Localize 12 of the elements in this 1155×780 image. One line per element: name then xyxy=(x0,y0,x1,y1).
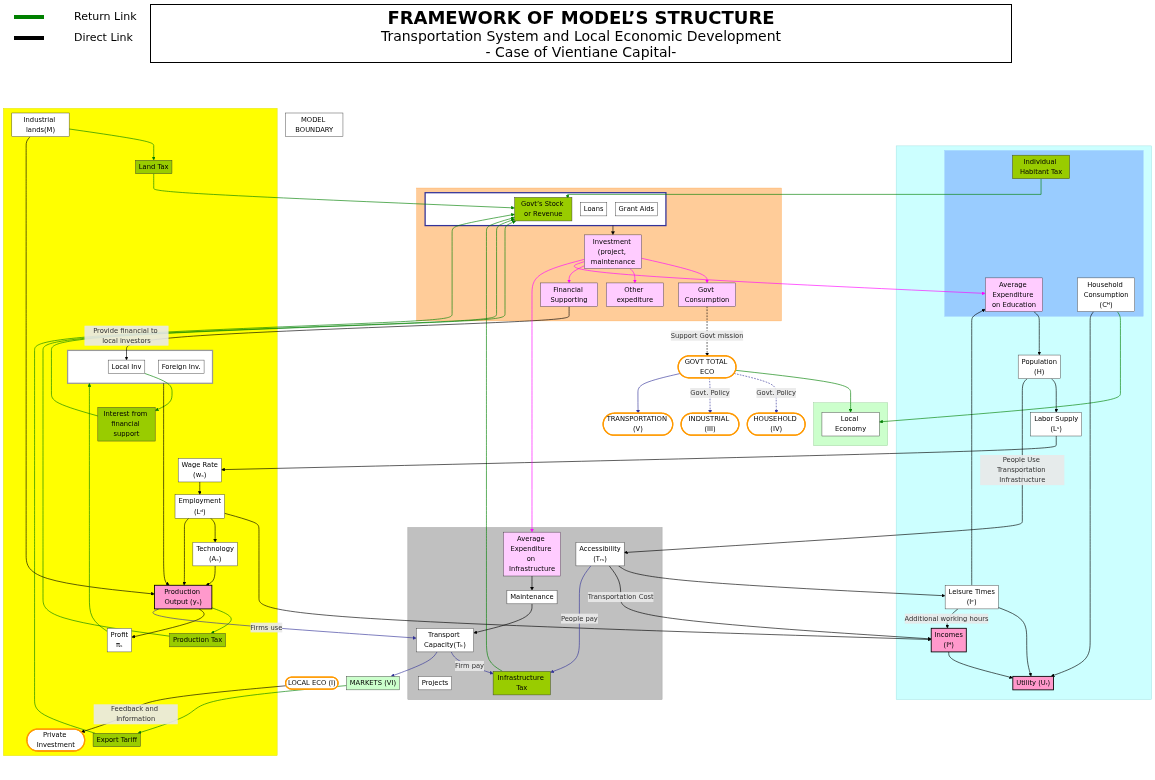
cluster xyxy=(416,187,782,322)
cluster xyxy=(66,349,214,384)
cluster xyxy=(944,150,1144,317)
legend-label: Return Link xyxy=(74,10,137,23)
diagram-title: FRAMEWORK OF MODEL’S STRUCTURE xyxy=(386,7,776,28)
subtitle: - Case of Vientiane Capital- xyxy=(484,44,678,60)
cluster xyxy=(895,145,1152,700)
cluster xyxy=(813,402,888,446)
cluster xyxy=(424,192,667,227)
cluster xyxy=(407,527,663,700)
subtitle: Transportation System and Local Economic Development xyxy=(379,28,783,44)
legend-label: Direct Link xyxy=(74,31,133,44)
